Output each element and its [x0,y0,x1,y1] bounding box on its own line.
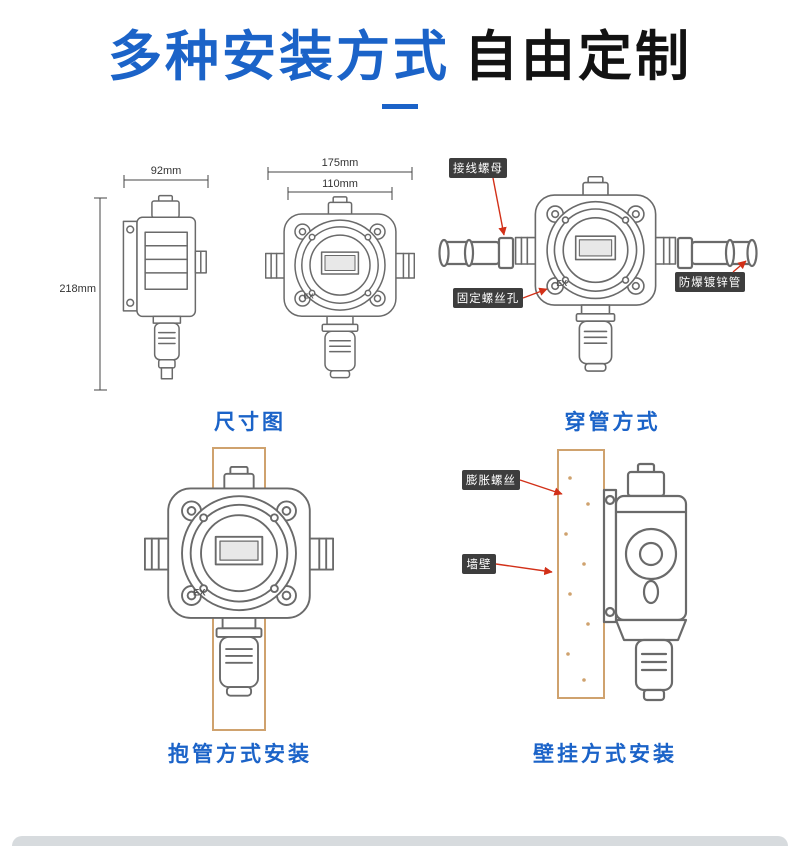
pipe-through-drawing: 接线螺母 防爆镀锌管 固定螺丝孔 [438,158,758,372]
annotation-wiring-nut: 接线螺母 [449,158,507,236]
title-highlight: 多种安装方式 [108,27,450,87]
dim-side-width: 92mm [151,165,182,177]
dimension-lines [94,167,413,391]
dim-side-height: 218mm [60,283,96,295]
header: 多种安装方式自由定制 [0,26,800,110]
wall-label: 墙壁 [467,557,492,571]
wall-mount-drawing: 膨胀螺丝 墙壁 [462,449,688,702]
caption-pipe-clamp: 抱管方式安装 [168,743,312,766]
annotation-expansion-screw: 膨胀螺丝 [462,470,563,496]
footer-bar [12,836,788,846]
wall [557,449,605,699]
device-front-view [144,466,334,697]
device-front-view [514,176,677,372]
caption-dimension: 尺寸图 [214,411,286,434]
wiring-nut-label: 接线螺母 [453,161,503,175]
dimension-diagram: 92mm 218mm 175mm 110mm 尺寸图 [60,150,440,436]
pipe-through-diagram: 接线螺母 防爆镀锌管 固定螺丝孔 穿管方式 [435,150,790,436]
caption-wall-mount: 壁挂方式安装 [533,743,677,766]
page-title: 多种安装方式自由定制 [0,26,800,88]
pipe-clamp-drawing [144,447,334,731]
galvanized-pipe-label: 防爆镀锌管 [679,275,742,289]
dim-front-inner-width: 110mm [322,178,358,190]
expansion-screw-label: 膨胀螺丝 [466,473,516,487]
device-front-view [265,196,415,379]
title-underline [382,104,418,110]
title-rest: 自由定制 [464,27,692,87]
fixing-screw-hole-label: 固定螺丝孔 [457,291,520,305]
annotation-fixing-screw-hole: 固定螺丝孔 [453,287,548,308]
conduit-pipe [438,236,758,270]
annotation-galvanized-pipe: 防爆镀锌管 [675,260,747,292]
dimension-drawing: 92mm 218mm 175mm 110mm [60,157,415,391]
annotation-wall: 墙壁 [462,554,553,576]
device-side-mounted [602,462,688,702]
device-side-view [122,194,207,380]
pipe-clamp-diagram: 抱管方式安装 [105,442,375,768]
wall-mount-diagram: 膨胀螺丝 墙壁 壁挂方式安装 [440,442,770,768]
caption-pipe-through: 穿管方式 [564,411,661,434]
dim-front-width: 175mm [322,157,359,169]
